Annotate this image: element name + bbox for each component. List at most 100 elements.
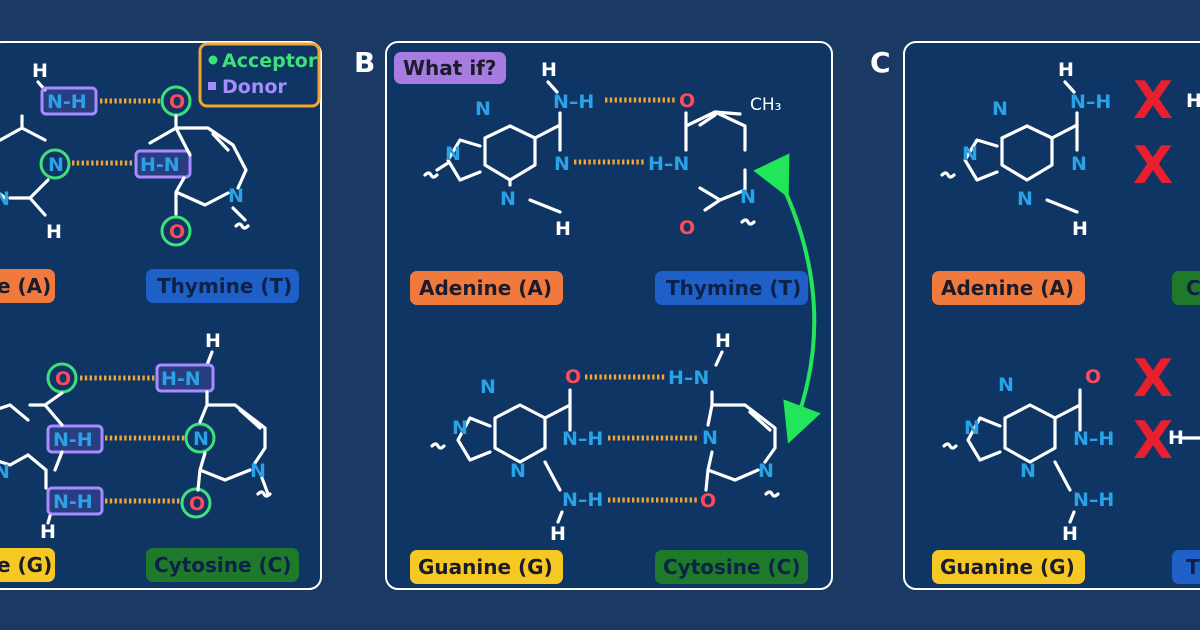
panel-letter-b: B [354, 46, 375, 79]
atom-n: N [998, 374, 1014, 396]
atom-nh: N-H [53, 429, 93, 451]
adenine-ring-bonds [0, 114, 50, 217]
cut-label: C [1186, 276, 1200, 300]
atom-n: N [740, 186, 756, 208]
sugar-link-squiggle [764, 490, 780, 498]
atom-h: H [40, 521, 56, 543]
acceptor-highlight [39, 148, 71, 180]
panel-b-frame [385, 41, 833, 590]
atom-h: H [1062, 523, 1078, 545]
bond [1063, 80, 1076, 94]
atom-nh: N–H [1073, 428, 1114, 450]
atom-nh: N–H [562, 428, 603, 450]
atom-h: H [46, 221, 62, 243]
atom-o: O [679, 217, 695, 239]
what-if-badge [394, 52, 506, 84]
atom-nh: N–H [553, 91, 594, 113]
atom-h: H [541, 59, 557, 81]
thymine-label: Thymine (T) [157, 274, 292, 298]
atom-n: N [250, 460, 266, 482]
donor-square-icon [208, 82, 216, 90]
sugar-link-squiggle [234, 222, 250, 230]
donor-highlight [46, 424, 104, 454]
atom-nh: N-H [47, 91, 87, 113]
bond [556, 510, 564, 524]
atom-nh: N-H [53, 491, 93, 513]
atom-hn: H–N [648, 153, 689, 175]
atom-h: H [1058, 59, 1074, 81]
bond [46, 514, 52, 525]
panel-a-at-pair: H N-H O N H-N H N N O [0, 60, 250, 247]
atom-n: N [480, 376, 496, 398]
guanine-ring-bonds [456, 388, 572, 464]
legend: Acceptor Donor [198, 42, 321, 108]
thymine-label-pill [1172, 550, 1200, 584]
atom-h: H [1186, 90, 1200, 112]
thymine-ring-bonds [684, 110, 747, 212]
adenine-ring-bonds [446, 111, 562, 187]
atom-n: N [992, 98, 1008, 120]
donor-highlight [46, 486, 104, 516]
adenine-label: Adenine (A) [941, 276, 1074, 300]
acceptor-dot-icon [208, 55, 218, 65]
atom-nh: N–H [1073, 489, 1114, 511]
adenine-label-pill [932, 271, 1085, 305]
atom-n: N [1017, 188, 1033, 210]
atom-n: N [758, 460, 774, 482]
atom-n: N [48, 154, 64, 176]
bond [546, 80, 559, 94]
atom-h: H [205, 330, 221, 352]
acceptor-highlight [160, 215, 192, 247]
acceptor-highlight [180, 487, 212, 519]
thymine-label: Thymine (T) [666, 276, 801, 300]
atom-o: O [1085, 366, 1101, 388]
atom-n: N [445, 143, 461, 165]
atom-n: N [500, 188, 516, 210]
bond [528, 198, 562, 214]
panel-a-gc-pair: H O H-N N-H N N-H O H N N [0, 330, 272, 543]
guanine-label: Guanine (G) [940, 555, 1075, 579]
panel-b: B What if? H N–H N N N N H O CH₃ H–N [354, 41, 833, 590]
atom-h: H [1168, 427, 1184, 449]
guanine-molecule: O N N N–H N N–H H [942, 366, 1114, 545]
sugar-link-squiggle [430, 442, 446, 450]
atom-n: N [475, 98, 491, 120]
adenine-label-pill [410, 271, 563, 305]
atom-o: O [169, 221, 185, 243]
atom-h: H [550, 523, 566, 545]
cytosine-label: Cytosine (C) [663, 555, 801, 579]
atom-hn: H–N [668, 367, 709, 389]
atom-n: N [228, 185, 244, 207]
donor-highlight [134, 149, 192, 179]
bond [714, 350, 724, 367]
thymine-label-pill [146, 269, 299, 303]
atom-n: N [0, 188, 10, 210]
atom-h: H [1072, 218, 1088, 240]
atom-n: N [1071, 153, 1087, 175]
adenine-molecule: H N–H N N N N H [423, 59, 594, 240]
adenine-molecule: H N–H N N N N H [940, 59, 1111, 240]
sugar-link-squiggle [423, 171, 439, 179]
sugar-link-squiggle [940, 171, 956, 179]
atom-n: N [510, 460, 526, 482]
cytosine-label-pill [655, 550, 808, 584]
no-bond-x-icon: X [1133, 71, 1173, 131]
guanine-label-pill [0, 548, 55, 582]
atom-o: O [169, 91, 185, 113]
donor-highlight [40, 86, 98, 116]
atom-o: O [189, 493, 205, 515]
thymine-molecule: O CH₃ H–N N O [648, 90, 781, 239]
acceptor-highlight [184, 422, 216, 454]
guanine-label-pill [410, 550, 563, 584]
guanine-label: Guanine (G) [418, 555, 553, 579]
guanine-molecule: O N N N–H N N–H H [430, 366, 603, 545]
adenine-label-pill [0, 269, 55, 303]
atom-hn: H-N [140, 154, 180, 176]
atom-n: N [964, 417, 980, 439]
panel-c: C H N–H N N N N H X X H Adenine (A) C O … [870, 41, 1200, 590]
no-bond-x-icon: X [1133, 411, 1173, 471]
atom-o: O [679, 90, 695, 112]
guanine-ring-bonds [966, 388, 1082, 464]
sugar-link-squiggle [942, 442, 958, 450]
